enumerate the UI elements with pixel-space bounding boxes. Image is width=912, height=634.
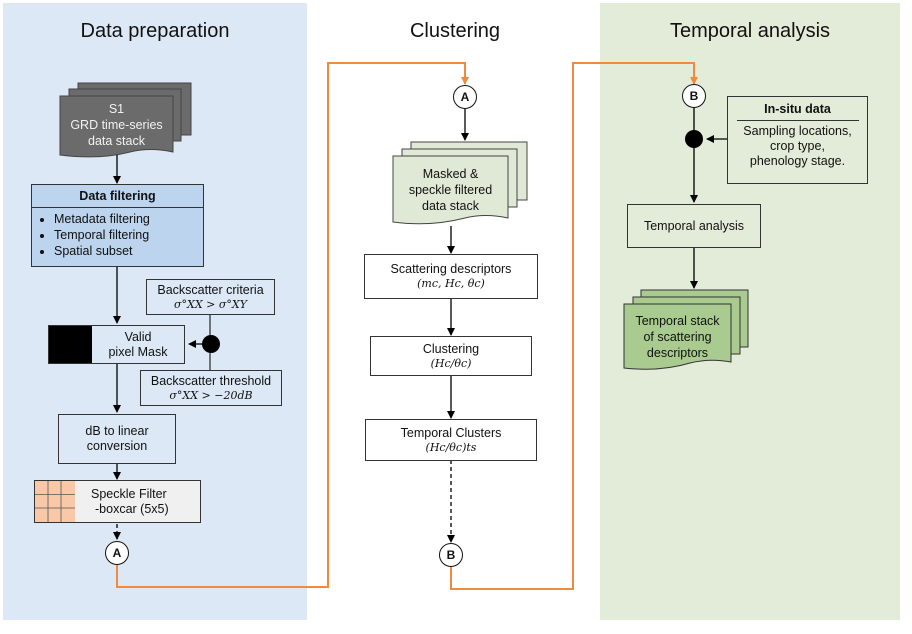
insitu-data-title: In-situ data [736,97,859,121]
insitu-line-2: crop type, [770,139,825,153]
temporal-analysis-box: Temporal analysis [627,204,761,248]
mask-label-1: Valid [124,329,152,344]
scattering-descriptors-title: Scattering descriptors [390,262,512,276]
masked-stack-label-3: data stack [422,199,479,213]
backscatter-criteria-title: Backscatter criteria [157,282,264,297]
output-stack-label-1: Temporal stack [635,314,720,328]
speckle-grid-overlay [35,481,75,522]
insitu-junction-dot [685,130,703,148]
insitu-line-1: Sampling locations, [743,124,852,138]
data-filtering-list: Metadata filtering Temporal filtering Sp… [32,211,203,259]
temporal-output-stack: Temporal stack of scattering descriptors [624,313,731,361]
connector-b-out: B [439,543,463,567]
masked-stack-label-1: Masked & [422,167,479,181]
backscatter-threshold-box: Backscatter threshold σ°XX > −20dB [140,370,282,406]
temporal-clusters-box: Temporal Clusters (Hc/θc)ts [365,419,537,461]
output-stack-shape [623,289,749,370]
scattering-descriptors-box: Scattering descriptors (mc, Hc, θc) [364,254,538,299]
data-filtering-title: Data filtering [32,185,203,208]
s1-stack-label: data stack [88,134,145,148]
filter-item: Spatial subset [54,243,203,259]
mask-icon [49,326,92,363]
valid-pixel-mask-box: Valid pixel Mask [48,325,185,364]
mask-junction-dot [202,335,220,353]
speckle-label-1: Speckle Filter [91,486,167,501]
conversion-label-1: dB to linear [85,424,149,438]
insitu-line-3: phenology stage. [749,154,846,168]
db-to-linear-box: dB to linear conversion [58,414,176,464]
clustering-box-formula: (Hc/θc) [430,356,472,370]
conversion-label-2: conversion [86,439,148,453]
temporal-clusters-formula: (Hc/θc)ts [425,440,477,454]
backscatter-threshold-title: Backscatter threshold [150,373,272,388]
speckle-label-2: -boxcar (5x5) [95,501,169,516]
clustering-box-title: Clustering [422,341,480,356]
s1-data-stack: S1 GRD time-series data stack [60,101,173,149]
s1-data-stack-shape [59,82,192,158]
output-stack-label-2: of scattering [643,330,712,344]
clustering-box: Clustering (Hc/θc) [370,336,532,376]
temporal-clusters-title: Temporal Clusters [400,425,502,440]
temporal-analysis-title: Temporal analysis [669,20,831,42]
clustering-title: Clustering [409,20,501,42]
masked-data-stack-shape [392,141,528,225]
filter-item: Temporal filtering [54,227,203,243]
mask-label-2: pixel Mask [108,344,168,359]
connector-a-out: A [105,541,129,565]
data-preparation-title: Data preparation [80,20,230,42]
masked-data-stack: Masked & speckle filtered data stack [393,166,508,214]
connector-a-in: A [453,85,477,109]
backscatter-criteria-box: Backscatter criteria σ°XX > σ°XY [146,279,275,315]
backscatter-criteria-formula: σ°XX > σ°XY [174,297,247,311]
masked-stack-label-2: speckle filtered [408,183,493,197]
insitu-data-box: In-situ data Sampling locations, crop ty… [727,96,868,184]
s1-label: S1 [108,102,125,116]
s1-subtitle: GRD time-series [70,118,163,132]
scattering-descriptors-formula: (mc, Hc, θc) [417,277,485,290]
data-filtering-box: Data filtering Metadata filtering Tempor… [31,184,204,267]
filter-item: Metadata filtering [54,211,203,227]
temporal-analysis-label: Temporal analysis [643,218,745,233]
connector-b-in: B [682,84,706,108]
backscatter-threshold-formula: σ°XX > −20dB [169,388,253,402]
output-stack-label-3: descriptors [646,346,709,360]
